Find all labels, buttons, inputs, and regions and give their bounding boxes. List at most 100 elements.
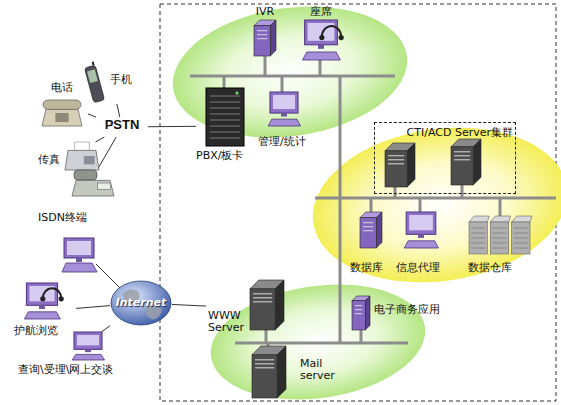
node-label: PBX/板卡: [196, 150, 260, 162]
tower-slot: [363, 226, 373, 227]
client-computer: 护航浏览: [14, 283, 76, 339]
monitor-case: [270, 92, 298, 113]
icon-group: [254, 20, 276, 56]
storage-slot: [514, 238, 528, 239]
node-icon: [250, 280, 284, 330]
node-label: 信息代理: [396, 262, 452, 274]
tower-slot: [355, 305, 362, 306]
node-icon: [266, 92, 302, 126]
cabinet-slot: [210, 108, 240, 109]
connector-line: [117, 104, 120, 117]
mail-server: Mail server: [252, 346, 344, 400]
tower-front: [451, 147, 473, 185]
node-label: 护航浏览: [14, 325, 76, 337]
storage-slot: [492, 228, 506, 229]
trunk-line: [339, 76, 342, 343]
isdn-base: [72, 180, 114, 196]
icon-group: [65, 142, 99, 170]
node-icon: [252, 346, 286, 398]
icon-group: [469, 216, 532, 254]
monitor-case: [406, 212, 436, 234]
icon-group: [385, 139, 481, 187]
mobile-case: [84, 65, 104, 103]
monitor-case: [74, 332, 102, 349]
node-icon: [254, 20, 276, 56]
storage-slot: [514, 248, 528, 249]
node-icon: [402, 212, 440, 248]
node-label: Mail server: [300, 358, 342, 382]
storage-slot: [514, 233, 528, 234]
monitor-screen: [77, 335, 99, 345]
tower-slot: [388, 163, 404, 164]
top-bus: [190, 75, 395, 78]
tower-slot: [253, 297, 272, 298]
connector-line: [101, 326, 110, 332]
icon-group: [24, 283, 63, 319]
monitor-stand: [281, 113, 287, 116]
isdn-device: ISDN终端: [38, 170, 124, 226]
node-icon: [64, 142, 100, 170]
node-label: Internet: [114, 297, 168, 309]
node-label: 数据仓库: [468, 262, 528, 274]
icon-group: [252, 346, 286, 398]
storage-top: [469, 216, 489, 222]
tower-slot: [257, 30, 267, 31]
tower-side: [376, 212, 382, 248]
node-icon: [40, 100, 84, 126]
tower-front: [254, 26, 270, 56]
keyboard: [268, 119, 300, 126]
bus-drop: [461, 185, 464, 198]
icon-group: [352, 296, 370, 330]
icon-group: [303, 20, 344, 60]
fax-body: [65, 150, 99, 170]
isdn-handset: [74, 170, 97, 180]
keyboard: [24, 312, 60, 319]
tower-slot: [255, 359, 274, 360]
headset-band: [43, 288, 61, 298]
monitor-screen: [409, 215, 433, 230]
headset-ear: [40, 296, 45, 301]
tower-front: [250, 289, 275, 330]
node-icon: [206, 88, 244, 146]
keyboard: [62, 263, 97, 272]
tower-slot: [388, 155, 404, 156]
cabinet-slot: [210, 132, 240, 133]
node-icon: [360, 212, 382, 248]
storage-slot: [514, 243, 528, 244]
server-cluster: CTI/ACD Server集群: [374, 122, 516, 194]
tower-slot: [363, 230, 373, 231]
internet-zone: [203, 272, 432, 405]
storage-top: [490, 216, 510, 222]
monitor-stand: [76, 258, 82, 262]
node-label: 座席: [304, 6, 338, 18]
storage-slot: [492, 243, 506, 244]
storage-slot: [471, 248, 485, 249]
globe-sphere: [111, 281, 171, 325]
storage-slot: [492, 233, 506, 234]
connector-line: [172, 304, 206, 306]
monitor-case: [305, 20, 338, 45]
web-server: WWW Server: [206, 280, 288, 336]
tower-side: [277, 346, 286, 398]
icon-group: [111, 281, 171, 325]
storage-slot: [471, 238, 485, 239]
tower-slot: [253, 293, 272, 294]
monitor-case: [26, 283, 57, 305]
cabinet-slot: [210, 102, 240, 103]
cabinet-slot: [210, 138, 240, 139]
keyboard: [72, 354, 104, 360]
node-icon: [70, 170, 116, 196]
agent-server: 信息代理: [396, 212, 452, 276]
ivr-server: IVR: [248, 6, 282, 58]
monitor-screen: [67, 241, 91, 255]
cabinet-slot: [210, 120, 240, 121]
mobile-screen: [87, 69, 98, 83]
mobile-antenna: [93, 62, 94, 66]
storage-slot: [471, 243, 485, 244]
network-bus: [190, 56, 556, 348]
phone-keypad: [55, 113, 68, 122]
agent-seat: 座席: [298, 6, 344, 62]
node-label: 管理/统计: [258, 136, 320, 148]
node-label: CTI/ACD Server集群: [379, 127, 513, 139]
